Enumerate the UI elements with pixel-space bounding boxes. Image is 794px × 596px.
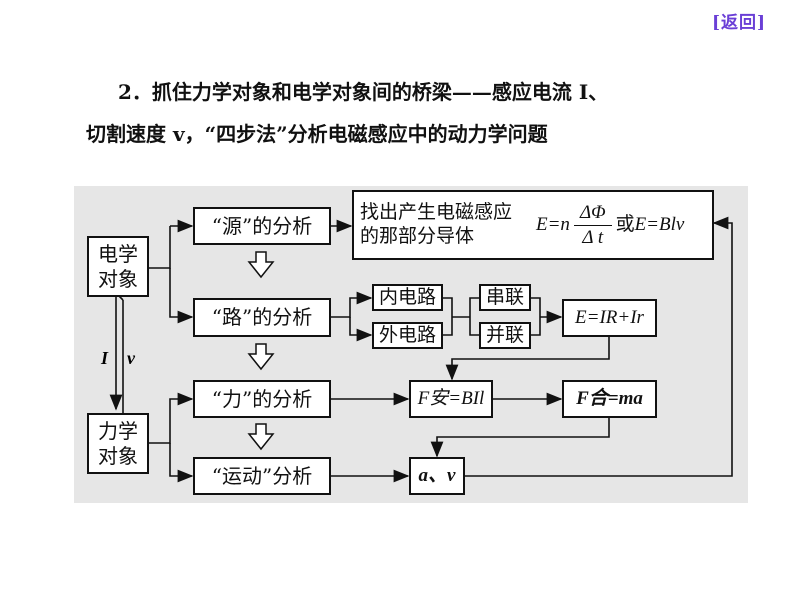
acceleration-velocity-box: a、v xyxy=(409,457,465,495)
emf-formula-prefix: E=n xyxy=(536,214,570,236)
heading-line-1: 2．抓住力学对象和电学对象间的桥梁——感应电流 I、 xyxy=(118,80,609,104)
force-analysis-box: “力”的分析 xyxy=(193,380,331,418)
velocity-label: v xyxy=(127,348,135,368)
heading-line-2: 切割速度 v，“四步法”分析电磁感应中的动力学问题 xyxy=(86,122,548,146)
hollow-down-arrows xyxy=(247,251,275,451)
parallel-box: 并联 xyxy=(479,322,531,349)
back-button[interactable]: [返回] xyxy=(712,13,767,33)
electric-object-box: 电学对象 xyxy=(87,236,149,297)
series-box: 串联 xyxy=(479,284,531,311)
circuit-analysis-box: “路”的分析 xyxy=(193,298,331,337)
mechanic-object-box: 力学对象 xyxy=(87,413,149,474)
ohm-law-box: E=IR+Ir xyxy=(562,299,657,337)
outer-circuit-box: 外电路 xyxy=(372,322,443,349)
current-label: I xyxy=(101,348,109,368)
ampere-force-box: F安=BIl xyxy=(409,380,493,418)
find-conductor-text: 找出产生电磁感应的那部分导体 xyxy=(360,201,513,247)
emf-or: 或 xyxy=(615,213,635,236)
source-analysis-box: “源”的分析 xyxy=(193,207,331,245)
emf-denominator: Δ t xyxy=(582,226,604,248)
emf-numerator: ΔΦ xyxy=(573,201,612,226)
motion-analysis-box: “运动”分析 xyxy=(193,457,331,495)
inner-circuit-box: 内电路 xyxy=(372,284,443,311)
net-force-box: F合=ma xyxy=(562,380,657,418)
emf-formula-alt: E=Blv xyxy=(634,214,685,236)
emf-box: 找出产生电磁感应的那部分导体 E=n ΔΦ Δ t 或 E=Blv xyxy=(352,190,714,260)
